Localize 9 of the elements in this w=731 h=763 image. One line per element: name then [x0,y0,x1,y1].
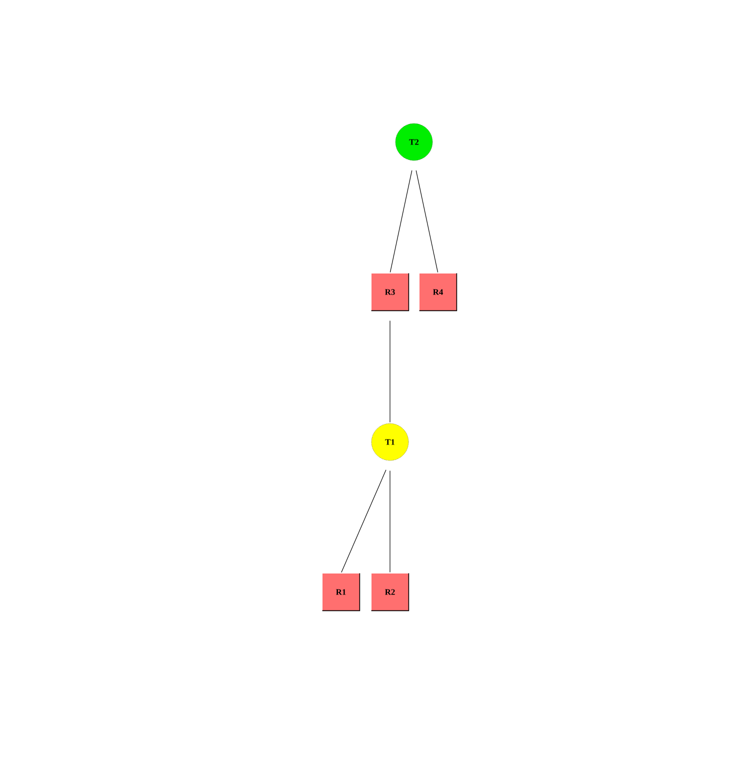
square-node: R1 [322,572,360,612]
square-node: R2 [370,572,410,612]
circle-node: T1 [371,423,409,461]
square-node: R3 [370,272,410,312]
square-node: R4 [418,272,458,312]
connector-line [390,170,412,273]
connector-line [341,470,386,573]
connector-line [416,170,438,273]
circle-node: T2 [395,123,433,161]
